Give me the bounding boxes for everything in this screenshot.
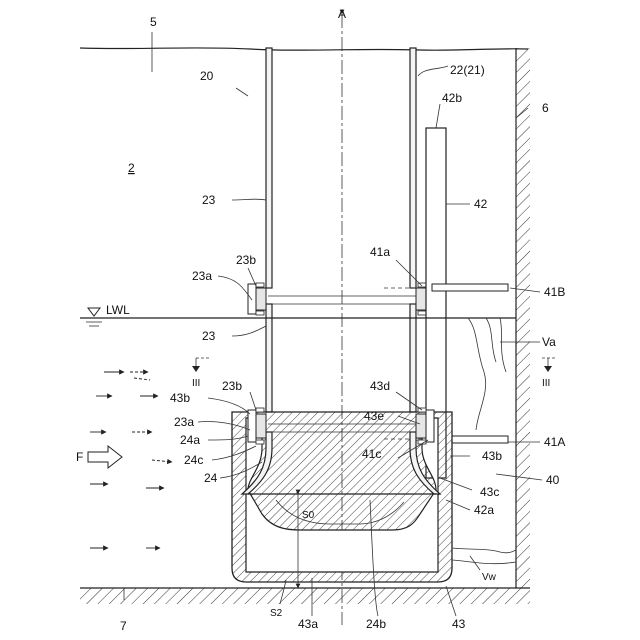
pipe-wall-left-mid <box>266 304 272 412</box>
label-43c: 43c <box>480 485 499 499</box>
label-42: 42 <box>474 197 488 211</box>
label-41a: 41a <box>370 245 390 259</box>
water-surface-line <box>80 48 528 50</box>
label-2: 2 <box>128 161 135 175</box>
vw-wave-lines <box>452 548 516 564</box>
label-III-left: III <box>192 378 200 389</box>
label-F: F <box>76 450 83 464</box>
label-23-top: 23 <box>202 193 216 207</box>
bracket-41A <box>452 436 508 443</box>
section-marker-left <box>192 358 210 372</box>
label-43: 43 <box>452 617 466 631</box>
label-24a: 24a <box>180 433 200 447</box>
label-LWL: LWL <box>106 303 130 317</box>
label-6: 6 <box>542 101 549 115</box>
label-Vw: Vw <box>482 572 497 583</box>
lwl-symbol <box>88 308 100 316</box>
label-7: 7 <box>120 619 127 633</box>
label-41c: 41c <box>362 447 381 461</box>
section-marker-right <box>542 358 556 372</box>
label-43a: 43a <box>298 617 318 631</box>
bracket-41B <box>432 284 508 291</box>
label-43e: 43e <box>364 409 384 423</box>
label-22-21: 22(21) <box>450 63 485 77</box>
pipe-wall-right-upper <box>410 48 416 288</box>
label-23a-upper: 23a <box>192 269 212 283</box>
label-5: 5 <box>150 15 157 29</box>
label-43b-left: 43b <box>170 391 190 405</box>
label-40: 40 <box>546 473 560 487</box>
label-III-right: III <box>542 378 550 389</box>
label-42b: 42b <box>442 91 462 105</box>
label-20: 20 <box>200 69 214 83</box>
label-23-mid: 23 <box>202 329 216 343</box>
label-24b: 24b <box>366 617 386 631</box>
label-24: 24 <box>204 471 218 485</box>
floor-hatch <box>80 588 530 604</box>
label-23b-lower: 23b <box>222 379 242 393</box>
va-wave-lines <box>468 318 506 430</box>
label-S0: S0 <box>302 510 315 521</box>
label-43d: 43d <box>370 379 390 393</box>
flow-F-arrow <box>88 446 122 468</box>
pipe-wall-left-upper <box>266 48 272 288</box>
side-wall-hatch <box>516 48 530 588</box>
label-A: A <box>338 7 346 21</box>
upper-left-flange <box>248 283 266 315</box>
label-41A: 41A <box>544 435 565 449</box>
label-42a: 42a <box>474 503 494 517</box>
pipe-wall-right-mid <box>410 304 416 412</box>
label-24c: 24c <box>184 453 203 467</box>
label-Va: Va <box>542 335 556 349</box>
label-23a-lower: 23a <box>174 415 194 429</box>
label-23b-upper: 23b <box>236 253 256 267</box>
label-43b-right: 43b <box>482 449 502 463</box>
label-S2: S2 <box>270 608 283 619</box>
label-41B: 41B <box>544 285 565 299</box>
